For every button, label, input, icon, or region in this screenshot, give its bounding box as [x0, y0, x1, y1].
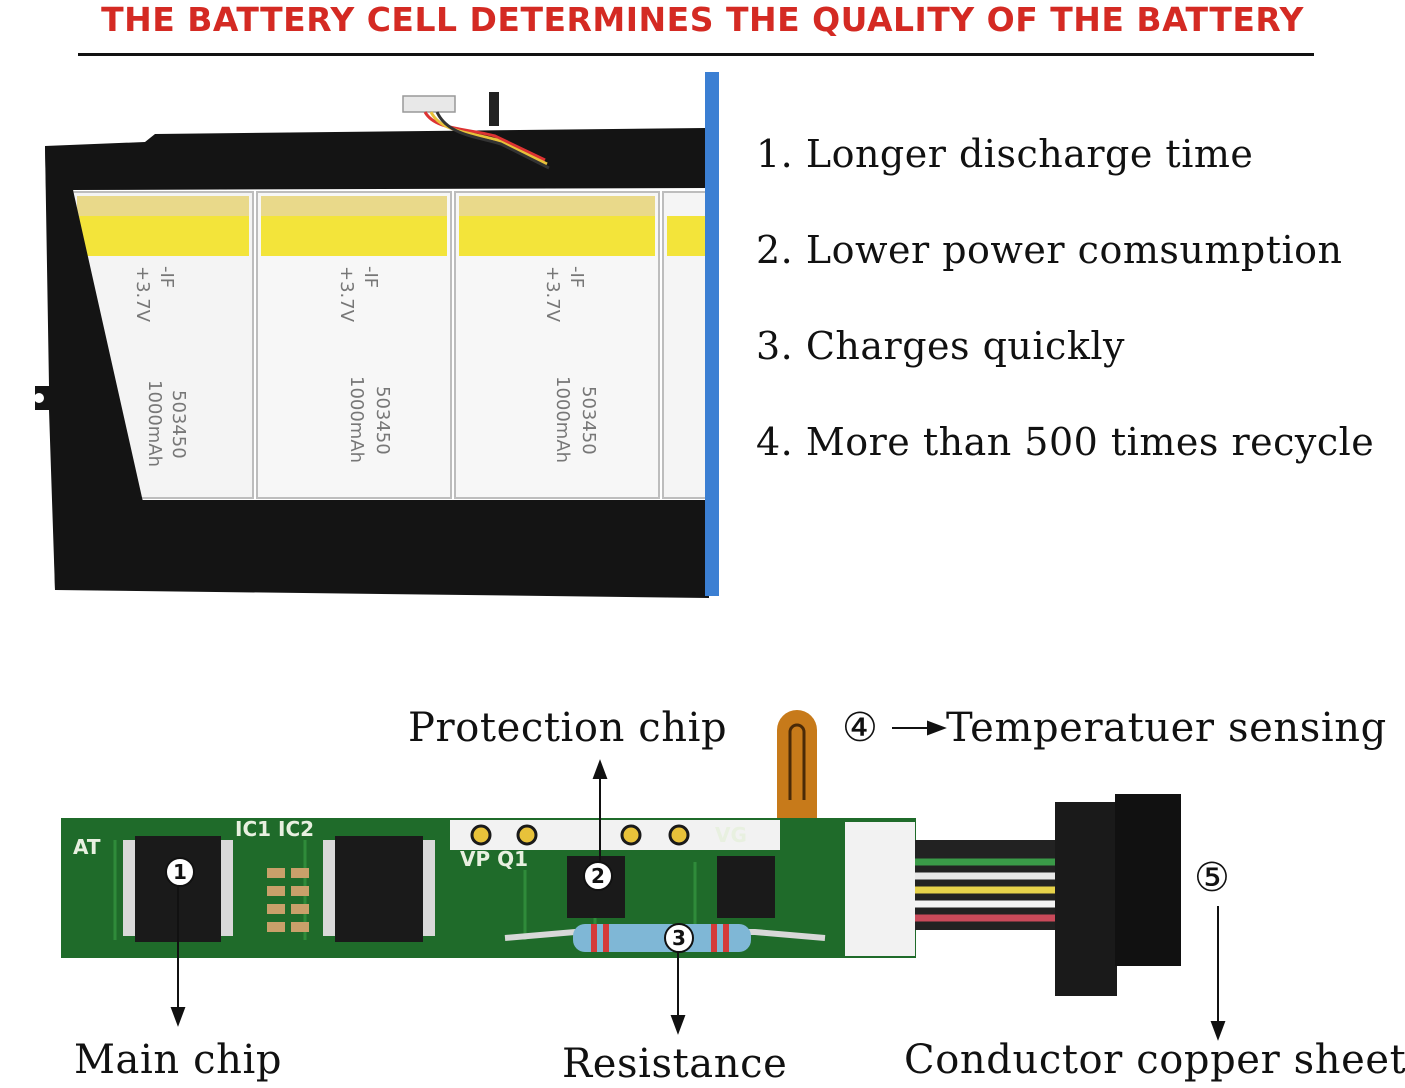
- conductor-number: ⑤: [1194, 855, 1230, 901]
- cell-label-capacity: 1000mAh: [144, 380, 165, 467]
- cell-label-minus: -IF: [566, 266, 587, 288]
- silk-vg-label: VG: [715, 823, 747, 847]
- feature-item-2: 2. Lower power comsumption: [756, 228, 1343, 272]
- cell-label-minus: -IF: [156, 266, 177, 288]
- battery-pack-image: -IF +3.7V 503450 1000mAh -IF +3.7V 50345…: [34, 72, 719, 598]
- cell-label-model: 503450: [168, 390, 189, 459]
- cell-label-model: 503450: [372, 386, 393, 455]
- marker-main-chip: 1: [173, 860, 187, 884]
- silk-vp-label: VP Q1: [460, 847, 528, 871]
- battery-cells: [72, 191, 710, 499]
- headline-divider: [78, 53, 1314, 56]
- protection-chip-label: Protection chip: [408, 705, 728, 751]
- feature-item-3: 3. Charges quickly: [756, 324, 1125, 368]
- cell-label-voltage: +3.7V: [132, 266, 153, 323]
- cell-label-capacity: 1000mAh: [346, 376, 367, 463]
- headline: THE BATTERY CELL DETERMINES THE QUALITY …: [101, 0, 1304, 39]
- cell-label-minus: -IF: [360, 266, 381, 288]
- temperature-sensing-label: Temperatuer sensing: [946, 705, 1387, 751]
- cell-label-model: 503450: [578, 386, 599, 455]
- silk-ic-label: IC1 IC2: [235, 817, 314, 841]
- marker-resistance: 3: [672, 926, 686, 950]
- main-chip-label: Main chip: [74, 1037, 283, 1083]
- temperature-number: ④: [842, 705, 878, 751]
- marker-protection-chip: 2: [591, 864, 605, 888]
- cell-label-voltage: +3.7V: [336, 266, 357, 323]
- feature-item-1: 1. Longer discharge time: [756, 132, 1254, 176]
- pcb-image: IC1 IC2 AT VP Q1 VG 1 2 3: [61, 710, 1181, 996]
- conductor-copper-sheet-label: Conductor copper sheet: [904, 1037, 1405, 1083]
- cell-label-voltage: +3.7V: [542, 266, 563, 323]
- cell-label-capacity: 1000mAh: [552, 376, 573, 463]
- silk-at-label: AT: [73, 835, 101, 859]
- resistance-label: Resistance: [562, 1041, 788, 1087]
- feature-item-4: 4. More than 500 times recycle: [756, 420, 1375, 464]
